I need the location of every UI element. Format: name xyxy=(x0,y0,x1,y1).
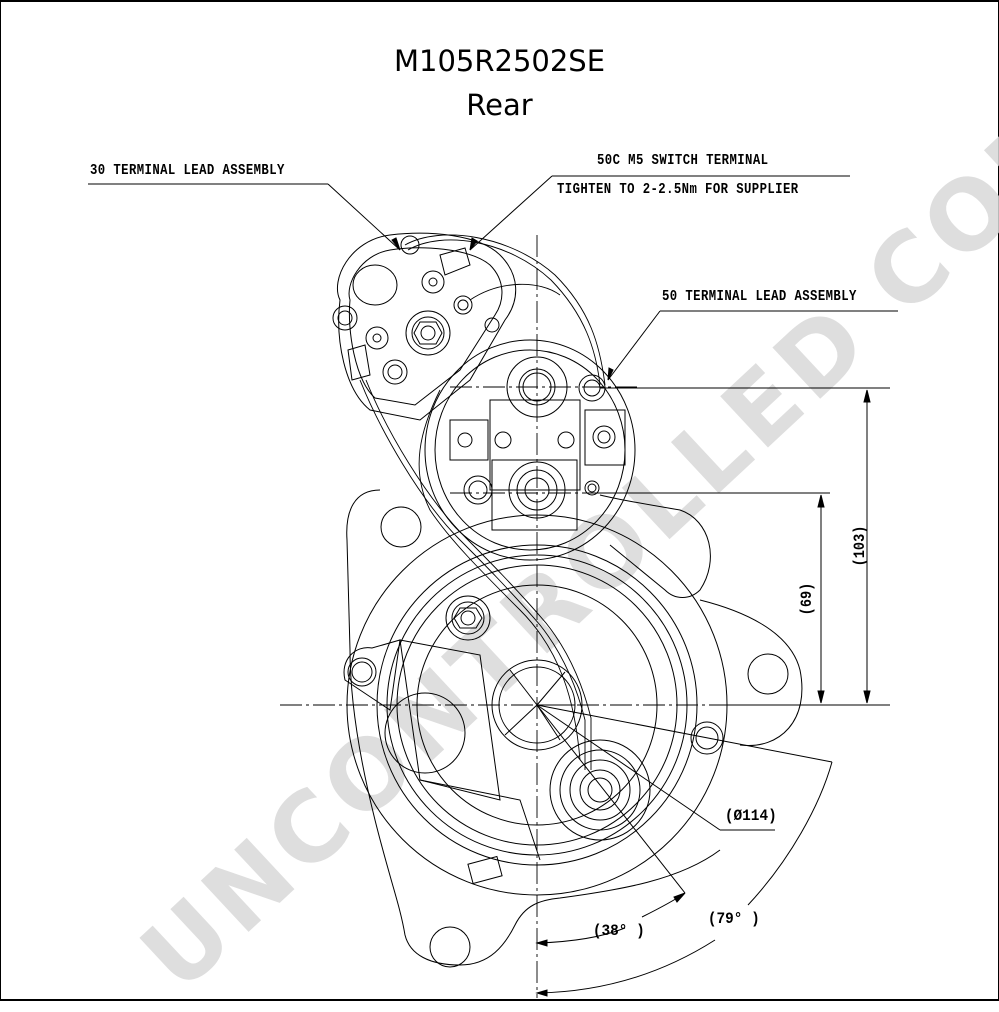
switch-assembly xyxy=(332,232,517,421)
callout-30-terminal-lead: 30 TERMINAL LEAD ASSEMBLY xyxy=(90,162,285,179)
dimension-69: (69) xyxy=(798,582,816,616)
callout-tighten-torque: TIGHTEN TO 2-2.5Nm FOR SUPPLIER xyxy=(557,181,799,198)
center-lines xyxy=(280,235,880,998)
part-number-title: M105R2502SE xyxy=(393,44,606,78)
leader-lines xyxy=(88,175,898,381)
view-title: Rear xyxy=(466,88,533,122)
callout-50-terminal-lead: 50 TERMINAL LEAD ASSEMBLY xyxy=(662,288,857,305)
lead-wires xyxy=(359,234,606,770)
solenoid-housing xyxy=(424,339,711,598)
dimension-lines xyxy=(535,387,890,997)
dimension-angle-38: (38° ) xyxy=(592,922,645,940)
dimension-angle-79: (79° ) xyxy=(707,910,760,928)
housing-outline xyxy=(343,489,803,968)
dimension-103: (103) xyxy=(851,525,869,567)
dimension-diameter-114: (Ø114) xyxy=(724,807,777,825)
callout-50c-switch-terminal: 50C M5 SWITCH TERMINAL xyxy=(597,152,769,169)
